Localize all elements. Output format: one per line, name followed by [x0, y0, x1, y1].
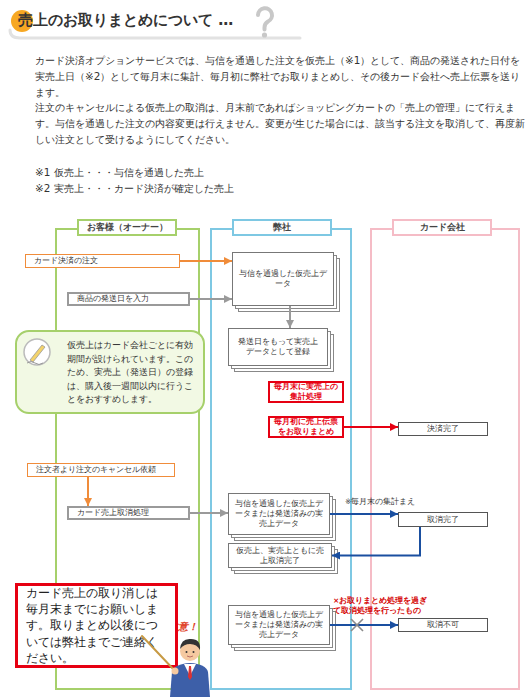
swimlane: カード会社決済完了取消完了取消不可 — [370, 228, 520, 690]
node-text: 毎月末に実売上の集計処理 — [272, 382, 340, 402]
footnote: ※1 仮売上・・・与信を通過した売上 — [35, 164, 204, 180]
data-box: 与信を通過した仮売上データまたは発送済みの実売上データ — [228, 493, 330, 535]
pointer-stick — [142, 636, 176, 672]
shirt — [184, 664, 196, 676]
person-illustration — [142, 636, 210, 697]
lane-header: カード会社 — [392, 219, 492, 236]
hair — [180, 639, 200, 650]
edge-label: ×お取りまとめ処理を過ぎて取消処理を行ったもの — [333, 596, 433, 616]
node-text: 注文者より注文のキャンセル依頼 — [36, 465, 156, 475]
memo-circle — [24, 339, 50, 365]
flow-arrow — [344, 426, 398, 428]
pencil — [30, 345, 45, 362]
node-text: 仮売上、実売上ともに売上取消完了 — [235, 546, 325, 566]
result-box: 決済完了 — [398, 422, 488, 436]
notice-box: カード売上の取り消しは毎月末までにお願いします。取りまとめ以後については弊社まで… — [15, 583, 178, 668]
paragraph: カード決済オプションサービスでは、与信を通過した注文を仮売上（※1）として、商品… — [35, 52, 528, 100]
swimlane: 弊社与信を通過した仮売上データ発送日をもって実売上データとして登録毎月末に実売上… — [210, 228, 352, 690]
paragraph: 注文のキャンセルによる仮売上の取消は、月末前であればショッピングカートの「売上の… — [35, 99, 528, 147]
suit — [170, 663, 210, 697]
node-text: 決済完了 — [427, 424, 459, 434]
action-box: カード決済の注文 — [25, 254, 180, 268]
data-box: 与信を通過した仮売上データ — [232, 252, 334, 306]
result-box: 取消完了 — [398, 512, 488, 527]
node-text: 発送日をもって実売上データとして登録 — [235, 337, 321, 357]
tie — [188, 666, 192, 680]
flow-arrow — [332, 527, 420, 556]
flow-arrow — [330, 513, 398, 515]
memo-icon — [24, 339, 50, 365]
question-dot — [262, 32, 267, 37]
mouth — [187, 656, 193, 657]
head — [180, 641, 200, 661]
page-title: 売上のお取りまとめについて … — [18, 11, 233, 30]
eye — [186, 651, 188, 653]
lane-header: お客様（オーナー） — [77, 219, 177, 236]
eye — [193, 651, 195, 653]
lane-header: 弊社 — [232, 219, 332, 236]
action-box: 商品の発送日を入力 — [67, 292, 190, 306]
node-text: 商品の発送日を入力 — [77, 294, 149, 304]
data-box: 仮売上、実売上ともに売上取消完了 — [228, 543, 332, 568]
flow-arrow — [289, 306, 291, 328]
node-text: 取消完了 — [427, 515, 459, 525]
process-box: 毎月末に実売上の集計処理 — [268, 381, 344, 403]
title-underline — [10, 30, 300, 38]
flow-arrow — [87, 477, 89, 506]
edge-label: ※毎月末の集計まえ — [345, 497, 435, 507]
node-text: 与信を通過した仮売上データ — [239, 269, 327, 289]
action-box: 注文者より注文のキャンセル依頼 — [27, 463, 175, 477]
node-text: 取消不可 — [427, 620, 459, 630]
flow-arrow — [190, 298, 232, 300]
process-box: 毎月初に売上伝票をお取りまとめ — [268, 416, 344, 438]
node-text: 与信を通過した仮売上データまたは発送済みの実売上データ — [235, 499, 323, 528]
data-box: 発送日をもって実売上データとして登録 — [228, 328, 328, 366]
node-text: カード売上の取り消しは毎月末までにお願いします。取りまとめ以後については弊社まで… — [26, 585, 167, 665]
result-box: 取消不可 — [398, 618, 488, 632]
node-text: 毎月初に売上伝票をお取りまとめ — [272, 417, 340, 437]
flow-arrow — [190, 512, 228, 514]
flow-arrow — [180, 260, 232, 262]
cross-mark — [351, 619, 363, 631]
node-text: カード売上取消処理 — [77, 508, 149, 518]
question-mark — [258, 8, 272, 29]
footnote: ※2 実売上・・・カード決済が確定した売上 — [35, 180, 234, 196]
pencil-squiggle — [27, 362, 43, 365]
swimlane: お客様（オーナー）カード決済の注文商品の発送日を入力仮売上はカード会社ごとに有効… — [55, 228, 200, 690]
action-box: カード売上取消処理 — [67, 506, 190, 520]
node-text: カード決済の注文 — [34, 256, 98, 266]
data-box: 与信を通過した仮売上データまたは発送済みの実売上データ — [228, 605, 330, 645]
node-text: 与信を通過した仮売上データまたは発送済みの実売上データ — [235, 610, 323, 639]
memo-box: 仮売上はカード会社ごとに有効期間が設けられています。このため、実売上（発送日）の… — [15, 330, 205, 414]
flow-arrow — [330, 624, 398, 626]
node-text: 仮売上はカード会社ごとに有効期間が設けられています。このため、実売上（発送日）の… — [67, 338, 198, 405]
hand — [172, 668, 179, 675]
